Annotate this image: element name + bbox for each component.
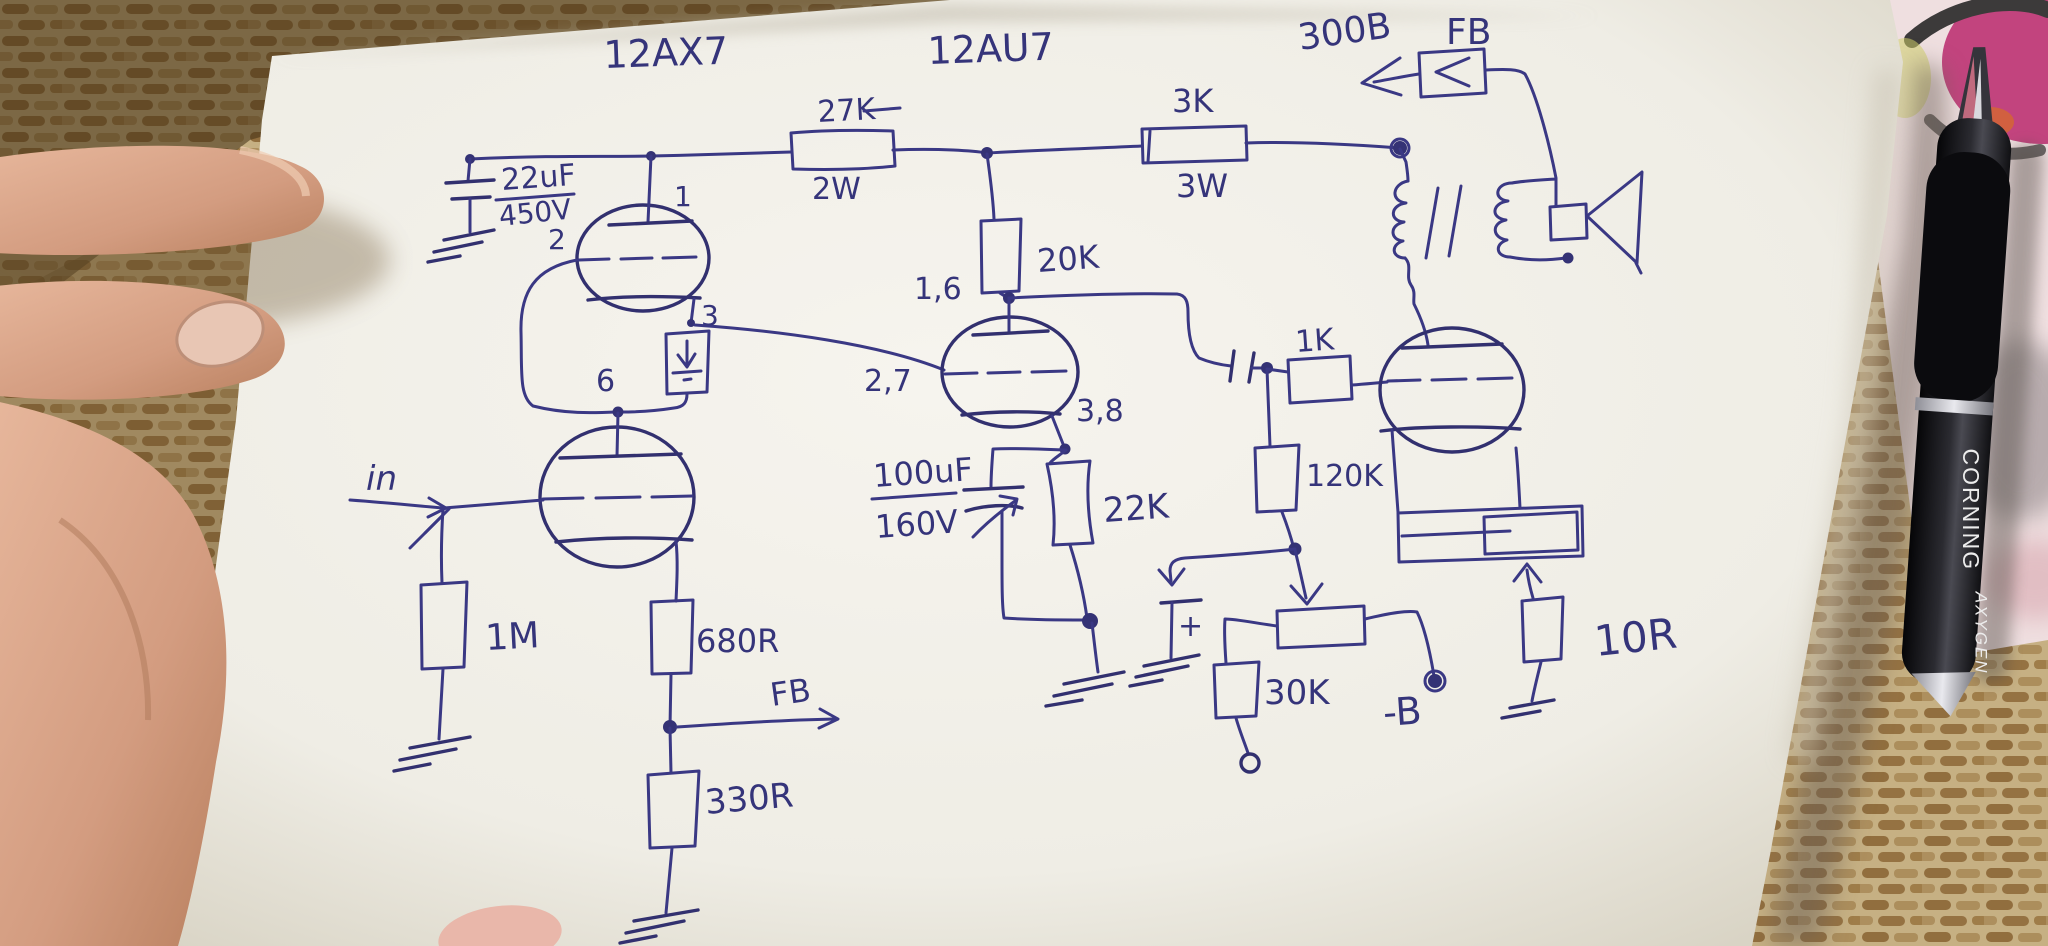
fingernail: [175, 300, 265, 368]
feedback-tap-symbol: [1360, 47, 1558, 180]
cap-22uf-voltage: 450V: [497, 193, 573, 233]
resistor-330r-symbol: 330R: [618, 726, 795, 945]
resistor-22k-symbol: 22K: [1045, 448, 1172, 620]
svg-text:680R: 680R: [696, 622, 779, 660]
open-terminal-circle: [1239, 752, 1261, 774]
ground-symbol: [1128, 653, 1201, 688]
resistor-10r-symbol: 10R: [1500, 562, 1679, 720]
resistor-1m-symbol: 1M: [392, 580, 540, 773]
wicker-shadow-topleft: [0, 0, 960, 330]
svg-text:2,7: 2,7: [864, 364, 912, 399]
resistor-20k-symbol: 20K: [979, 152, 1101, 300]
junction-dot: [1082, 613, 1098, 629]
svg-text:1M: 1M: [484, 615, 540, 659]
resistor-680r-symbol: 680R: [649, 539, 779, 729]
triode-300b-symbol: [1378, 326, 1585, 564]
svg-text:330R: 330R: [703, 775, 795, 823]
plus-sign: +: [1178, 609, 1203, 644]
svg-text:3,8: 3,8: [1076, 394, 1124, 429]
terminal-dot: [1428, 674, 1442, 688]
svg-text:2: 2: [548, 223, 566, 256]
pen-ring: [1914, 397, 1994, 416]
filament-symbol: [1396, 504, 1585, 564]
speaker-icon: [1548, 170, 1644, 275]
svg-text:1: 1: [674, 180, 692, 213]
paper-fold-shade: [1787, 68, 1901, 763]
ground-symbol: [618, 908, 700, 945]
svg-text:1,6: 1,6: [914, 272, 962, 307]
output-transformer-symbol: [1391, 147, 1574, 347]
hand-palm: [0, 402, 227, 946]
tube1-label: 12AX7: [603, 29, 729, 77]
diode-bias-symbol: [619, 297, 711, 414]
fingertip-bottom: [438, 905, 562, 946]
input-label: in: [366, 459, 397, 499]
svg-text:1K: 1K: [1294, 322, 1336, 360]
dark-glasses-doodle: [1904, 0, 2048, 48]
hand-holding-paper: [0, 145, 562, 946]
cap-22uf-value: 22uF: [500, 158, 577, 198]
bias-capacitor-symbol: +: [1128, 598, 1203, 688]
svg-text:3K: 3K: [1172, 82, 1214, 120]
coupling-wire: [1007, 292, 1233, 368]
resistor-120k-symbol: 120K: [1253, 367, 1384, 551]
capacitor-22uf-symbol: 22uF 450V: [426, 157, 577, 264]
interstage-wire: [693, 323, 946, 372]
pen-model-text: AXYGEN: [1971, 591, 1990, 675]
pen-grip: [1914, 151, 2011, 403]
ground-symbol: [1500, 698, 1556, 720]
svg-text:160V: 160V: [874, 502, 960, 546]
svg-text:2W: 2W: [812, 172, 861, 207]
svg-text:100uF: 100uF: [872, 450, 974, 495]
svg-text:FB: FB: [768, 671, 813, 714]
potentiometer-symbol: [1223, 604, 1436, 678]
triode-tube2-symbol: [538, 411, 696, 569]
capacitor-100uf-symbol: 100uF 160V: [870, 447, 1087, 622]
feedback-arrow: FB: [675, 671, 840, 730]
resistor-1k-symbol: 1K: [1265, 322, 1389, 405]
pen: CORNING AXYGEN: [1901, 47, 2044, 717]
resistor-30k-symbol: 30K: [1212, 660, 1331, 774]
paper-top-edge-shade: [272, 4, 1600, 58]
svg-text:30K: 30K: [1264, 673, 1331, 713]
ground-symbol: [392, 735, 472, 773]
svg-text:3W: 3W: [1176, 167, 1228, 205]
svg-text:22K: 22K: [1102, 486, 1172, 531]
tube2-label: 12AU7: [927, 25, 1055, 73]
pen-nose-cone: [1911, 671, 1976, 717]
svg-text:10R: 10R: [1592, 609, 1679, 666]
bias-node-arrows: [1157, 547, 1324, 606]
triode-12au7-symbol: 2,7 3,8: [864, 296, 1124, 451]
resistor-3k-symbol: 3K 3W: [1140, 82, 1249, 205]
grid-feedback-wire: [519, 258, 618, 415]
triode-tube1-symbol: 1 2 3: [548, 154, 719, 332]
svg-text:6: 6: [596, 364, 615, 399]
svg-text:20K: 20K: [1036, 238, 1101, 280]
coupling-capacitor-symbol: [1228, 349, 1264, 384]
paper-sheet: [150, 0, 1903, 946]
svg-text:3: 3: [701, 299, 719, 332]
circuit-schematic: 22uF 450V 27K 2W 3K 3W 12AX7 12AU7 300B …: [348, 5, 1679, 945]
resistor-27k-symbol: 27K 2W: [789, 92, 902, 207]
pen-brand-text: CORNING: [1958, 449, 1984, 572]
ground-symbol: [1044, 670, 1126, 708]
neg-bias-label: -B: [1382, 688, 1423, 735]
input-arrow: in: [348, 459, 545, 585]
ground-symbol: [426, 228, 496, 264]
index-finger: [0, 145, 324, 256]
svg-text:120K: 120K: [1306, 459, 1384, 494]
fb-top-label: FB: [1446, 12, 1491, 53]
